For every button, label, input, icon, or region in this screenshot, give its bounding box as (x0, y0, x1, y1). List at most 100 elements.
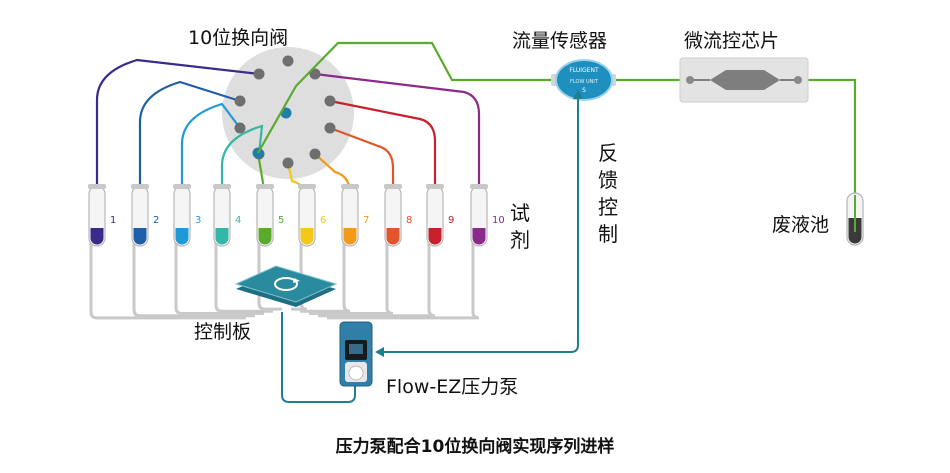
tube-liquid (428, 228, 442, 245)
reagent-tube[interactable]: 3 (173, 184, 201, 247)
sensor-size: S (582, 87, 586, 94)
rotate-icon (274, 277, 298, 291)
waste-tube[interactable] (846, 192, 864, 246)
tube-liquid (133, 228, 147, 245)
sensor-brand: FLUIGENT (569, 67, 599, 74)
pump-display (349, 344, 363, 354)
control-board[interactable] (234, 265, 338, 307)
valve-port (234, 95, 246, 107)
reagent-tube[interactable]: 1 (88, 184, 116, 247)
gray-loop (257, 190, 282, 311)
pump-knob[interactable] (348, 365, 364, 381)
pressure-line (281, 312, 356, 403)
tube-cap (131, 184, 149, 189)
board-top (234, 265, 338, 303)
tube-cap (88, 184, 106, 189)
control-board-label: 控制板 (194, 321, 251, 343)
line-chip-to-waste (800, 78, 857, 195)
tube-cap (470, 184, 488, 189)
tube-liquid (215, 228, 229, 245)
tubing-line (314, 72, 481, 232)
gray-capillary-loops (89, 190, 480, 320)
tubing-line (220, 124, 264, 232)
reagent-tube[interactable]: 4 (213, 184, 241, 247)
gray-loop (318, 190, 436, 318)
tube-cap (341, 184, 359, 189)
tube-number: 3 (195, 215, 201, 226)
feedback-arrowhead-left (375, 347, 384, 357)
feedback-char-2: 馈 (598, 168, 618, 192)
flow-sensor[interactable]: FLUIGENT FLOW UNIT S (551, 59, 616, 101)
feedback-char-4: 制 (598, 222, 618, 246)
reagent-tube[interactable]: 9 (426, 184, 454, 247)
diagram-caption: 压力泵配合10位换向阀实现序列进样 (336, 436, 615, 457)
valve-port (324, 122, 336, 134)
tube-cap (426, 184, 444, 189)
tubing-line (95, 58, 260, 232)
tube-liquid (472, 228, 486, 245)
valve-label: 10位换向阀 (188, 27, 288, 49)
reagent-tube[interactable]: 8 (384, 184, 412, 247)
valve-port (309, 68, 321, 80)
valve-port (309, 148, 321, 160)
gray-loop (89, 190, 246, 320)
tube-number: 2 (153, 215, 159, 226)
tube-liquid (343, 228, 357, 245)
tube-cap (256, 184, 274, 189)
tube-cap (213, 184, 231, 189)
waste-label: 废液池 (772, 214, 829, 236)
tube-cap (384, 184, 402, 189)
feedback-arrowhead-up (573, 90, 583, 99)
sensor-body (555, 59, 613, 101)
flow-ez-pump[interactable] (339, 321, 373, 387)
tube-number: 10 (492, 215, 505, 226)
valve-port (253, 68, 265, 80)
gray-loop (174, 190, 264, 315)
chip-label: 微流控芯片 (684, 30, 779, 52)
gray-loop (327, 190, 480, 320)
reagent-char-1: 试 (510, 201, 530, 225)
reagent-char-2: 剂 (510, 228, 530, 252)
pump-label: Flow-EZ压力泵 (386, 376, 518, 398)
tubing-line (329, 99, 437, 232)
feedback-char-1: 反 (598, 141, 618, 165)
tube-number: 6 (320, 215, 326, 226)
gray-loop (300, 190, 351, 313)
reagent-tube[interactable]: 6 (298, 184, 326, 247)
chip-chamber (710, 70, 780, 90)
reagent-tubes: 1 2 3 4 5 6 7 8 9 10 (88, 184, 505, 247)
valve-port (234, 122, 246, 134)
gray-loop (214, 190, 273, 313)
tube-cap (298, 184, 316, 189)
tubing-line (329, 126, 395, 232)
reagent-tube[interactable]: 10 (470, 184, 505, 247)
gray-loop (309, 190, 394, 315)
reagent-tube[interactable]: 5 (256, 184, 284, 247)
microfluidic-chip[interactable] (679, 57, 809, 103)
tube-number: 4 (235, 215, 241, 226)
rotate-arrow-icon (293, 278, 300, 283)
tube-cap (173, 184, 191, 189)
tubing-line (180, 102, 241, 232)
tube-number: 8 (406, 215, 412, 226)
tube-liquid (175, 228, 189, 245)
valve-port (282, 55, 294, 67)
tube-liquid (90, 228, 104, 245)
feedback-line (384, 95, 579, 353)
tube-liquid (258, 228, 272, 245)
tube-number: 7 (363, 215, 369, 226)
chip-outlet-port (794, 76, 802, 84)
chip-inlet-port (686, 76, 694, 84)
tubing-line (138, 80, 241, 232)
sensor-model: FLOW UNIT (570, 79, 599, 85)
reagent-tube[interactable]: 2 (131, 184, 159, 247)
gray-loop (132, 190, 255, 318)
tube-liquid (386, 228, 400, 245)
reagent-tube[interactable]: 7 (341, 184, 369, 247)
valve-port (324, 95, 336, 107)
tube-liquid (300, 228, 314, 245)
tube-number: 9 (448, 215, 454, 226)
valve-port (282, 157, 294, 169)
